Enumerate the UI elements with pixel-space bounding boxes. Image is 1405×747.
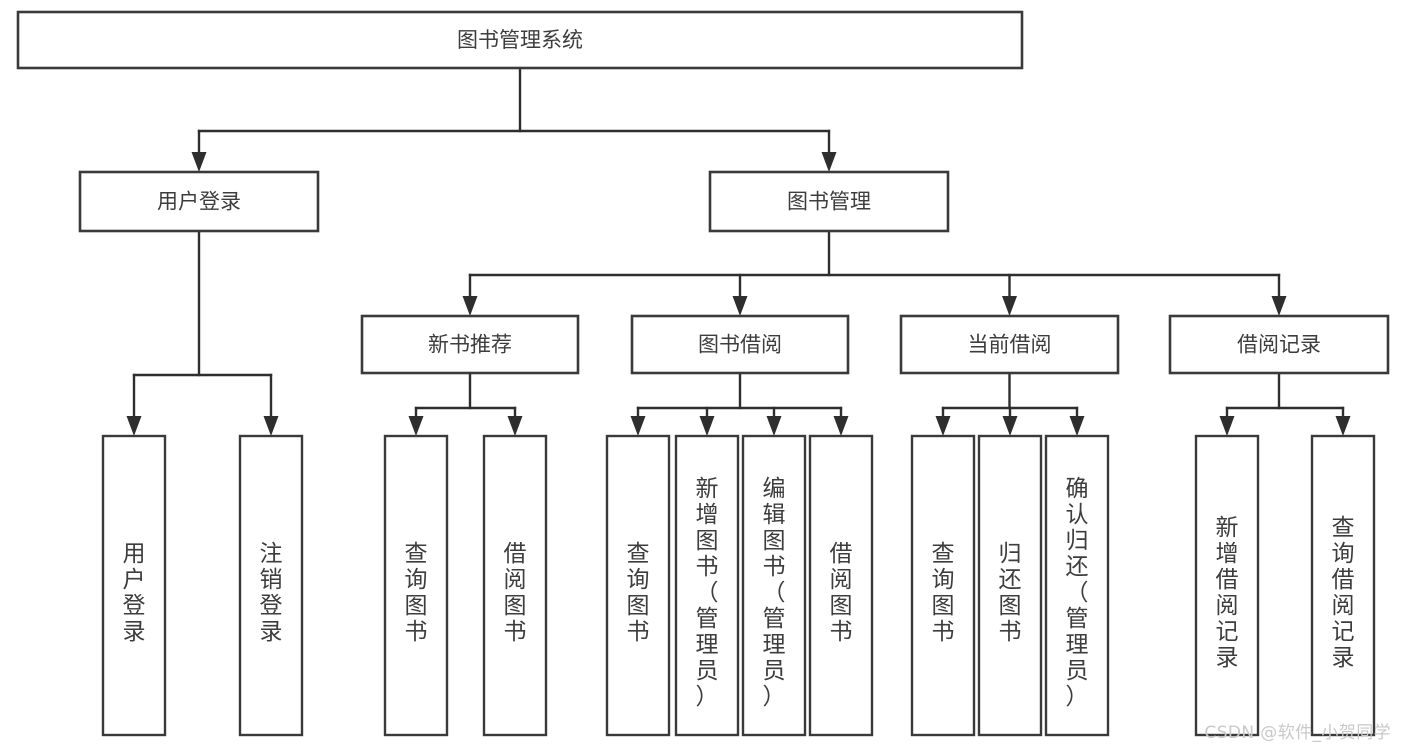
- node-leaf-borrow-book[interactable]: 借阅图书: [808, 434, 874, 737]
- node-leaf-query-borrow-record-box[interactable]: [1310, 434, 1376, 737]
- node-book-manage-box[interactable]: [708, 170, 950, 233]
- node-leaf-add-borrow-record[interactable]: 新增借阅记录: [1194, 434, 1260, 737]
- node-leaf-logout[interactable]: 注销登录: [238, 434, 304, 737]
- edge-current-to-leaves-arrow-0: [935, 416, 951, 436]
- node-root-box[interactable]: [16, 10, 1024, 70]
- edge-current-to-leaves-arrow-1: [1002, 416, 1018, 436]
- edge-borrow-to-leaves-arrow-3: [833, 416, 849, 436]
- node-leaf-borrow-book-box[interactable]: [808, 434, 874, 737]
- edge-bookmanage-to-level3-arrow-3: [1271, 296, 1287, 316]
- node-root-label: 图书管理系统: [457, 28, 583, 52]
- edge-borrow-to-leaves-arrow-2: [766, 416, 782, 436]
- edge-root-to-level2-arrow-0: [191, 152, 207, 172]
- node-leaf-add-book-label: 新增图书（管理员）: [696, 475, 719, 709]
- node-user-login-label: 用户登录: [157, 190, 241, 214]
- node-leaf-edit-book-label: 编辑图书（管理员）: [763, 475, 786, 709]
- node-new-book-recommend-label: 新书推荐: [428, 333, 512, 357]
- node-leaf-confirm-return[interactable]: 确认归还（管理员）: [1044, 434, 1110, 737]
- edge-record-to-leaves-arrow-1: [1335, 416, 1351, 436]
- node-leaf-return-book-label: 归还图书: [999, 540, 1022, 644]
- node-leaf-user-login-box[interactable]: [101, 434, 167, 737]
- edge-bookmanage-to-level3-arrow-1: [732, 296, 748, 316]
- node-book-manage[interactable]: 图书管理: [708, 170, 950, 233]
- node-leaf-borrow-book-recommend-box[interactable]: [482, 434, 548, 737]
- node-leaf-query-borrow-record-label: 查询借阅记录: [1332, 514, 1355, 670]
- edge-userlogin-to-leaves-arrow-0: [126, 416, 142, 436]
- node-leaf-user-login[interactable]: 用户登录: [101, 434, 167, 737]
- edge-record-to-leaves-arrow-0: [1219, 416, 1235, 436]
- node-leaf-query-book-recommend[interactable]: 查询图书: [383, 434, 449, 737]
- node-leaf-confirm-return-box[interactable]: [1044, 434, 1110, 737]
- node-leaf-query-borrow-record[interactable]: 查询借阅记录: [1310, 434, 1376, 737]
- node-leaf-add-borrow-record-label: 新增借阅记录: [1216, 514, 1239, 670]
- node-leaf-confirm-return-label: 确认归还（管理员）: [1066, 475, 1089, 709]
- node-leaf-add-book-box[interactable]: [674, 434, 740, 737]
- node-leaf-borrow-book-recommend-label: 借阅图书: [504, 540, 527, 644]
- node-current-borrow-label: 当前借阅: [968, 333, 1052, 357]
- node-user-login[interactable]: 用户登录: [78, 170, 320, 233]
- edge-borrow-to-leaves-arrow-1: [699, 416, 715, 436]
- node-new-book-recommend-box[interactable]: [360, 314, 580, 375]
- node-leaf-query-book-recommend-box[interactable]: [383, 434, 449, 737]
- node-borrow-record-box[interactable]: [1168, 314, 1390, 375]
- edge-bookmanage-to-level3-arrow-2: [1002, 296, 1017, 316]
- node-current-borrow-box[interactable]: [899, 314, 1120, 375]
- nodes-layer: 图书管理系统用户登录图书管理新书推荐图书借阅当前借阅借阅记录用户登录注销登录查询…: [16, 10, 1390, 737]
- edges-layer: [126, 66, 1351, 436]
- node-book-manage-label: 图书管理: [787, 190, 871, 214]
- node-leaf-borrow-book-label: 借阅图书: [830, 540, 853, 644]
- node-book-borrow-label: 图书借阅: [698, 333, 782, 357]
- node-leaf-query-book-borrow-label: 查询图书: [627, 540, 650, 644]
- csdn-watermark: CSDN @软件_小贺同学: [1204, 723, 1391, 743]
- node-leaf-query-book-borrow[interactable]: 查询图书: [605, 434, 671, 737]
- node-book-borrow-box[interactable]: [630, 314, 850, 375]
- node-user-login-box[interactable]: [78, 170, 320, 233]
- edge-userlogin-to-leaves-arrow-1: [263, 416, 279, 436]
- node-leaf-borrow-book-recommend[interactable]: 借阅图书: [482, 434, 548, 737]
- node-leaf-logout-box[interactable]: [238, 434, 304, 737]
- node-leaf-edit-book-box[interactable]: [741, 434, 807, 737]
- node-leaf-query-book-current-label: 查询图书: [932, 540, 955, 644]
- node-leaf-logout-label: 注销登录: [260, 540, 283, 644]
- node-book-borrow[interactable]: 图书借阅: [630, 314, 850, 375]
- node-root[interactable]: 图书管理系统: [16, 10, 1024, 70]
- node-leaf-add-borrow-record-box[interactable]: [1194, 434, 1260, 737]
- node-leaf-edit-book[interactable]: 编辑图书（管理员）: [741, 434, 807, 737]
- node-current-borrow[interactable]: 当前借阅: [899, 314, 1120, 375]
- node-leaf-query-book-current-box[interactable]: [910, 434, 976, 737]
- node-borrow-record-label: 借阅记录: [1237, 333, 1321, 357]
- edge-recommend-to-leaves-arrow-0: [408, 416, 424, 436]
- edge-borrow-to-leaves-arrow-0: [630, 416, 646, 436]
- node-leaf-query-book-current[interactable]: 查询图书: [910, 434, 976, 737]
- node-leaf-return-book[interactable]: 归还图书: [977, 434, 1043, 737]
- node-leaf-query-book-recommend-label: 查询图书: [405, 540, 428, 644]
- edge-recommend-to-leaves-arrow-1: [507, 416, 523, 436]
- node-leaf-return-book-box[interactable]: [977, 434, 1043, 737]
- node-leaf-add-book[interactable]: 新增图书（管理员）: [674, 434, 740, 737]
- node-new-book-recommend[interactable]: 新书推荐: [360, 314, 580, 375]
- node-leaf-query-book-borrow-box[interactable]: [605, 434, 671, 737]
- node-borrow-record[interactable]: 借阅记录: [1168, 314, 1390, 375]
- edge-current-to-leaves-arrow-2: [1069, 416, 1085, 436]
- edge-bookmanage-to-level3-arrow-0: [462, 296, 478, 316]
- edge-root-to-level2-arrow-1: [821, 152, 837, 172]
- node-leaf-user-login-label: 用户登录: [123, 540, 146, 644]
